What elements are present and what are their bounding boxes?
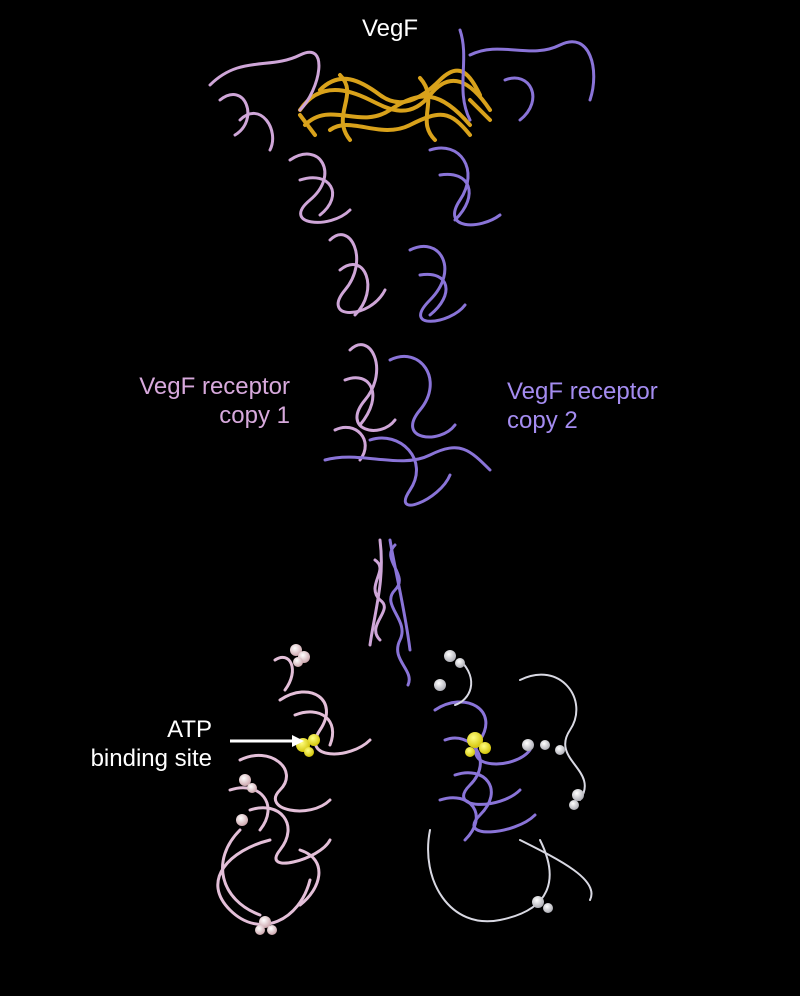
receptor-copy1-extracellular [208,50,397,647]
vegf-label-text: VegF [362,15,419,42]
receptor-copy2-label: VegF receptor copy 2 [507,377,658,436]
receptor-copy1-kinase [216,655,372,926]
atp-label-line1: ATP [167,716,212,743]
receptor-copy2-kinase [427,659,593,923]
receptor-copy2-extracellular [323,28,596,687]
vegf-label: VegF [362,14,418,43]
atp-binding-site-label: ATP binding site [70,715,212,774]
vegf-ligand [298,68,492,142]
receptor-copy2-label-line1: VegF receptor [507,378,658,405]
receptor-copy2-label-line2: copy 2 [507,407,578,435]
atp-label-line2: binding site [90,745,212,773]
copy1-sphere-clusters [236,644,310,935]
receptor-copy1-label-line2: copy 1 [219,402,290,430]
copy2-sphere-clusters [434,650,584,913]
receptor-copy1-label-line1: VegF receptor [139,373,290,400]
atp-pointer-arrow [230,735,304,747]
receptor-copy1-label: VegF receptor copy 1 [120,372,290,431]
atp-ligand [296,732,491,757]
